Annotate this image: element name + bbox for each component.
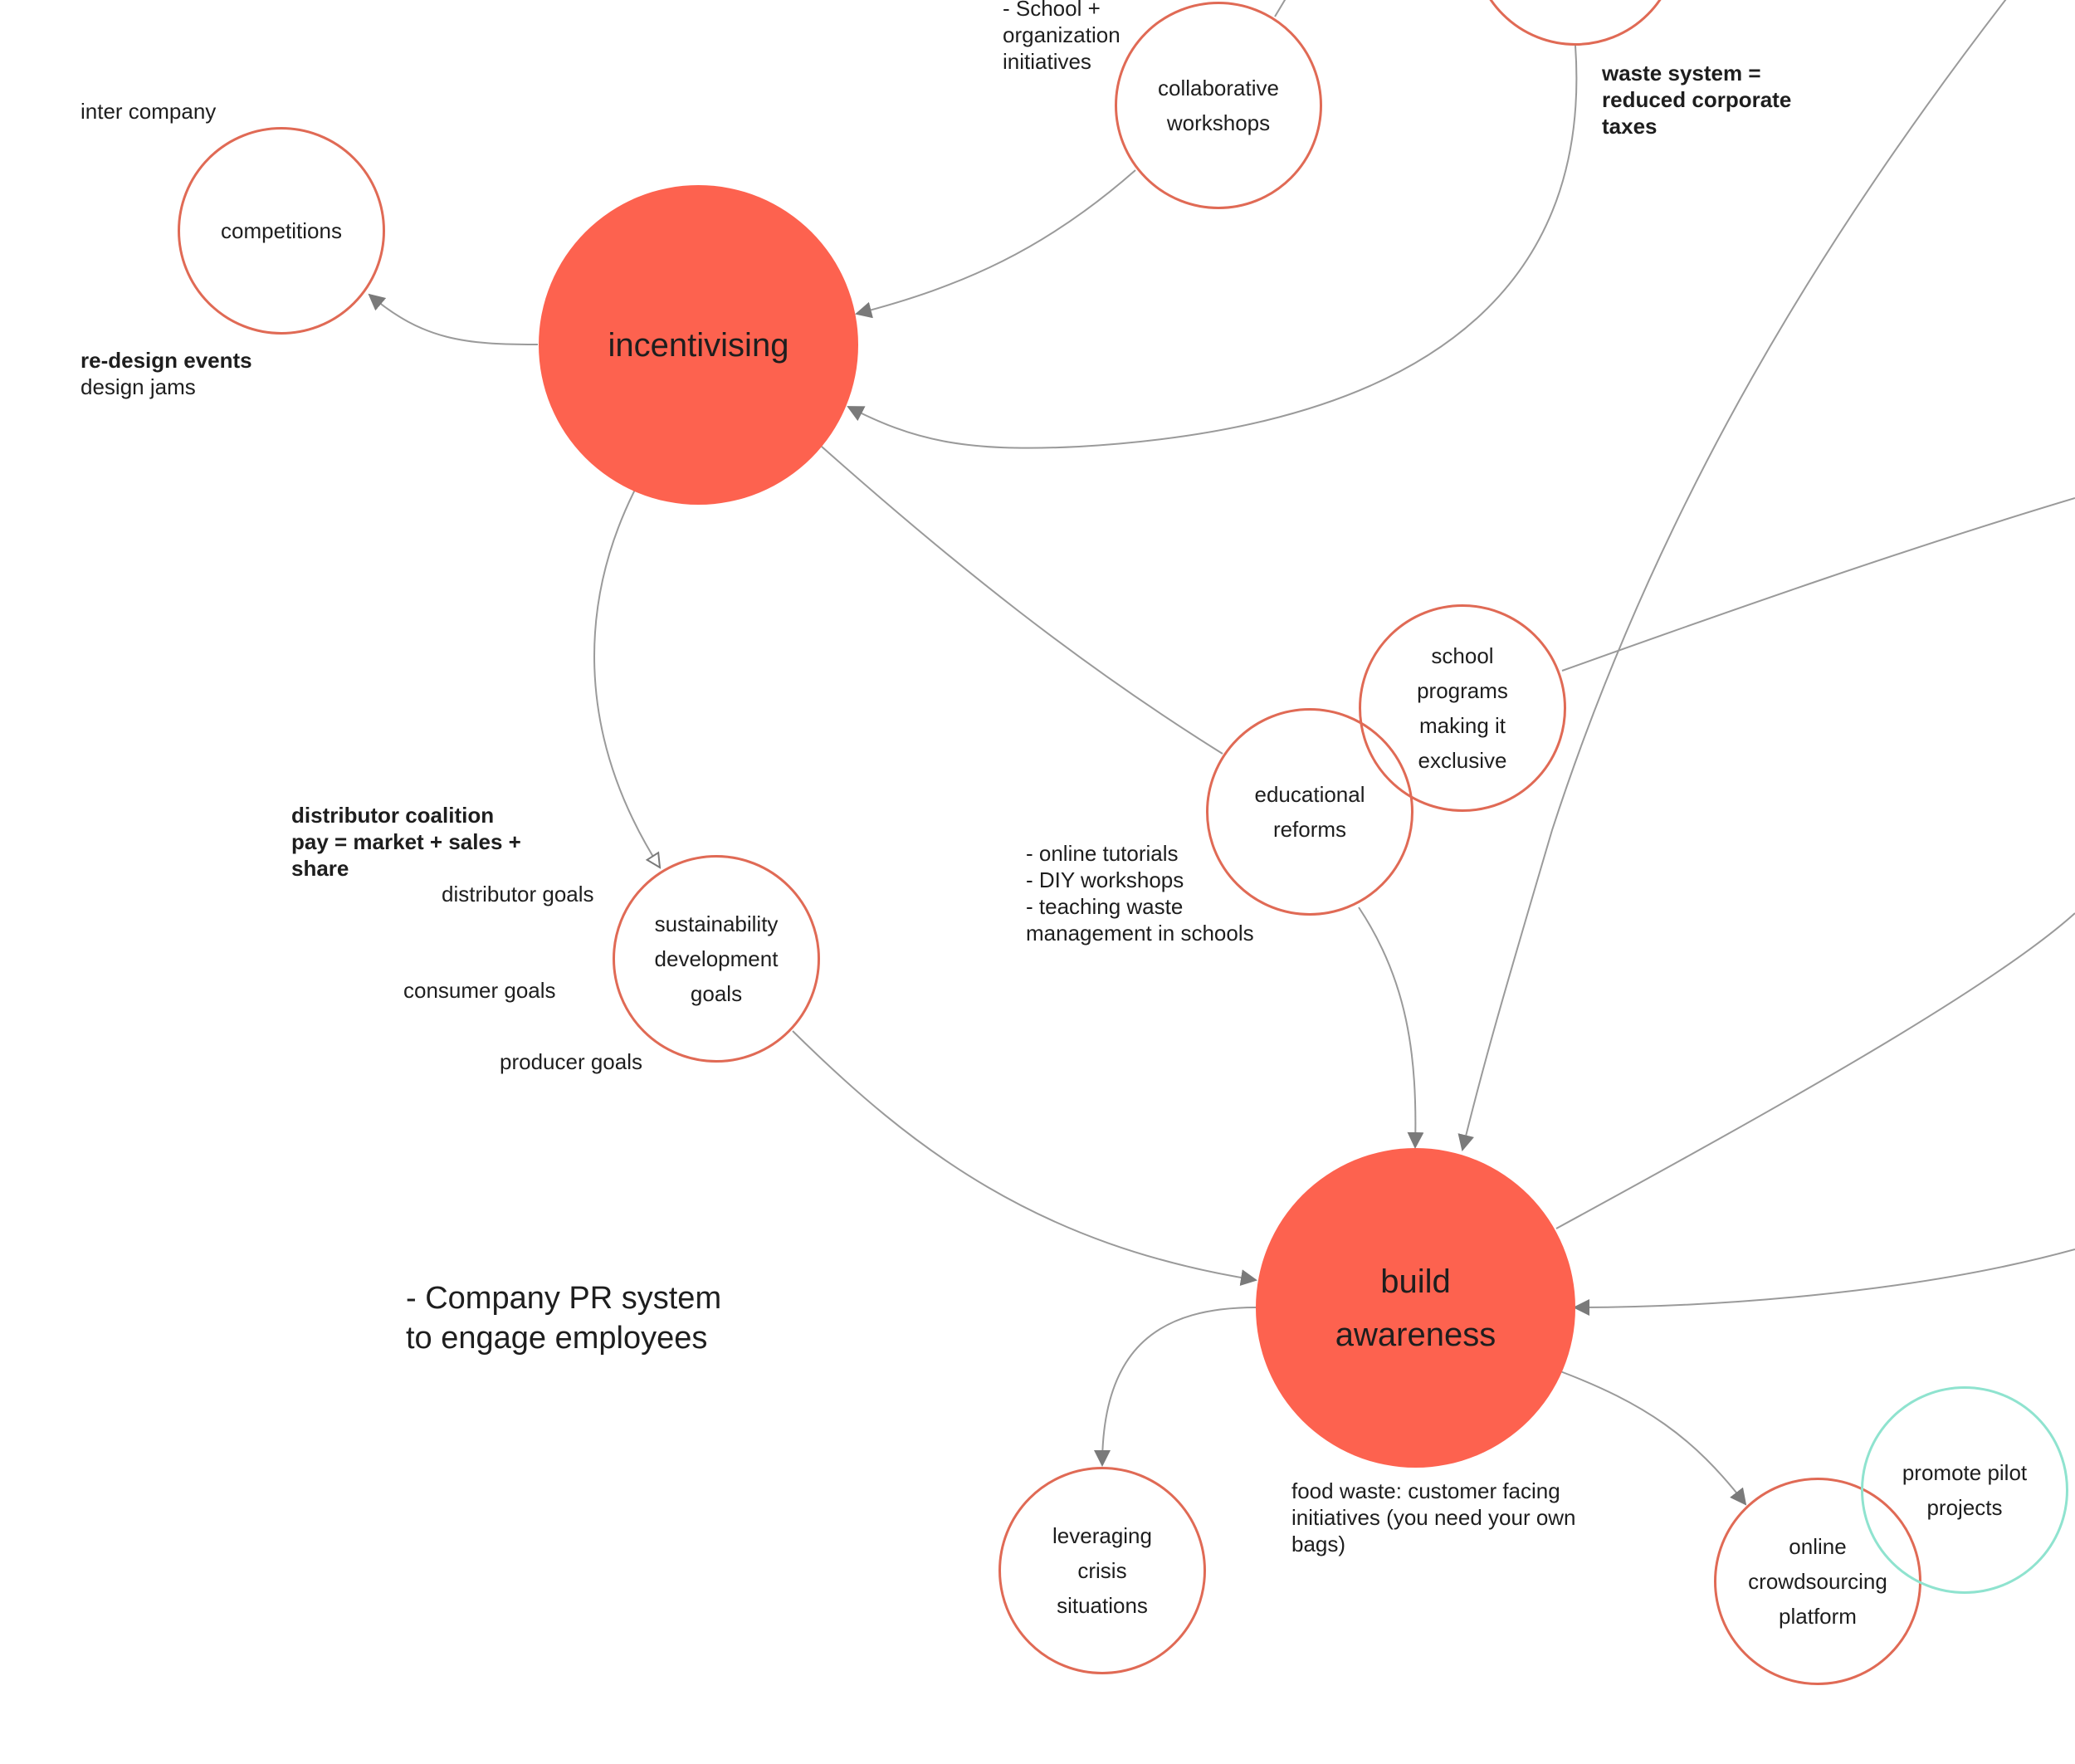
edge-awareness-crowdsourcing xyxy=(1560,1371,1747,1506)
note-company-pr-system: - Company PR system to engage employees xyxy=(406,1281,722,1356)
node-leveraging-crisis-label: leveraging crisis situations xyxy=(1052,1523,1152,1618)
node-educational-reforms-label: educational reforms xyxy=(1254,782,1365,842)
note-school-org-initiatives: - School + organization initiatives xyxy=(1003,0,1120,74)
edge-sdg-awareness xyxy=(792,1030,1257,1287)
node-school-programs-label: school programs making it exclusive xyxy=(1417,643,1508,773)
edge-right-awareness xyxy=(1573,1248,2075,1316)
edge-educational-incentivising xyxy=(821,446,1223,755)
node-leveraging-crisis[interactable]: leveraging crisis situations xyxy=(998,1467,1206,1674)
node-online-crowdsourcing[interactable]: online crowdsourcing platform xyxy=(1714,1478,1921,1685)
node-build-awareness-label: build awareness xyxy=(1335,1263,1496,1353)
edge-top-incentivising xyxy=(847,45,1578,449)
edge-workshops-incentivising xyxy=(855,169,1136,319)
edge-school-right xyxy=(1561,497,2075,672)
note-food-waste: food waste: customer facing initiatives … xyxy=(1291,1478,1576,1556)
node-promote-pilot[interactable]: promote pilot projects xyxy=(1861,1386,2068,1594)
note-design-jams: design jams xyxy=(81,374,196,399)
node-collaborative-workshops-label: collaborative workshops xyxy=(1158,76,1279,135)
note-distributor-coalition: distributor coalition pay = market + sal… xyxy=(291,803,521,881)
edge-topright-awareness xyxy=(1457,0,2007,1151)
node-collaborative-workshops[interactable]: collaborative workshops xyxy=(1115,2,1322,209)
edge-workshops-top xyxy=(1274,0,1286,17)
note-redesign-events: re-design events xyxy=(81,348,252,373)
node-incentivising-label: incentivising xyxy=(608,326,789,364)
edge-incentivising-competitions xyxy=(368,293,539,345)
note-online-tutorials: - online tutorials - DIY workshops - tea… xyxy=(1026,841,1254,946)
node-online-crowdsourcing-label: online crowdsourcing platform xyxy=(1748,1534,1887,1629)
note-producer-goals: producer goals xyxy=(500,1049,642,1074)
edge-awareness-crisis xyxy=(1094,1307,1257,1467)
node-competitions[interactable]: competitions xyxy=(178,127,385,335)
note-waste-system: waste system = reduced corporate taxes xyxy=(1602,61,1792,139)
node-build-awareness[interactable]: build awareness xyxy=(1256,1148,1575,1468)
node-sustainability-goals-label: sustainability development goals xyxy=(654,911,779,1006)
node-promote-pilot-label: promote pilot projects xyxy=(1902,1460,2028,1520)
edge-educational-awareness xyxy=(1358,906,1424,1149)
note-distributor-goals: distributor goals xyxy=(442,882,594,906)
node-incentivising[interactable]: incentivising xyxy=(539,185,858,505)
note-consumer-goals: consumer goals xyxy=(403,978,556,1003)
edge-right-awareness-upper xyxy=(1555,912,2075,1229)
node-sustainability-goals[interactable]: sustainability development goals xyxy=(613,855,820,1063)
note-inter-company: inter company xyxy=(81,99,217,124)
node-school-programs[interactable]: school programs making it exclusive xyxy=(1359,604,1566,812)
edge-incentivising-sdg xyxy=(593,489,660,867)
node-competitions-label: competitions xyxy=(221,218,342,243)
